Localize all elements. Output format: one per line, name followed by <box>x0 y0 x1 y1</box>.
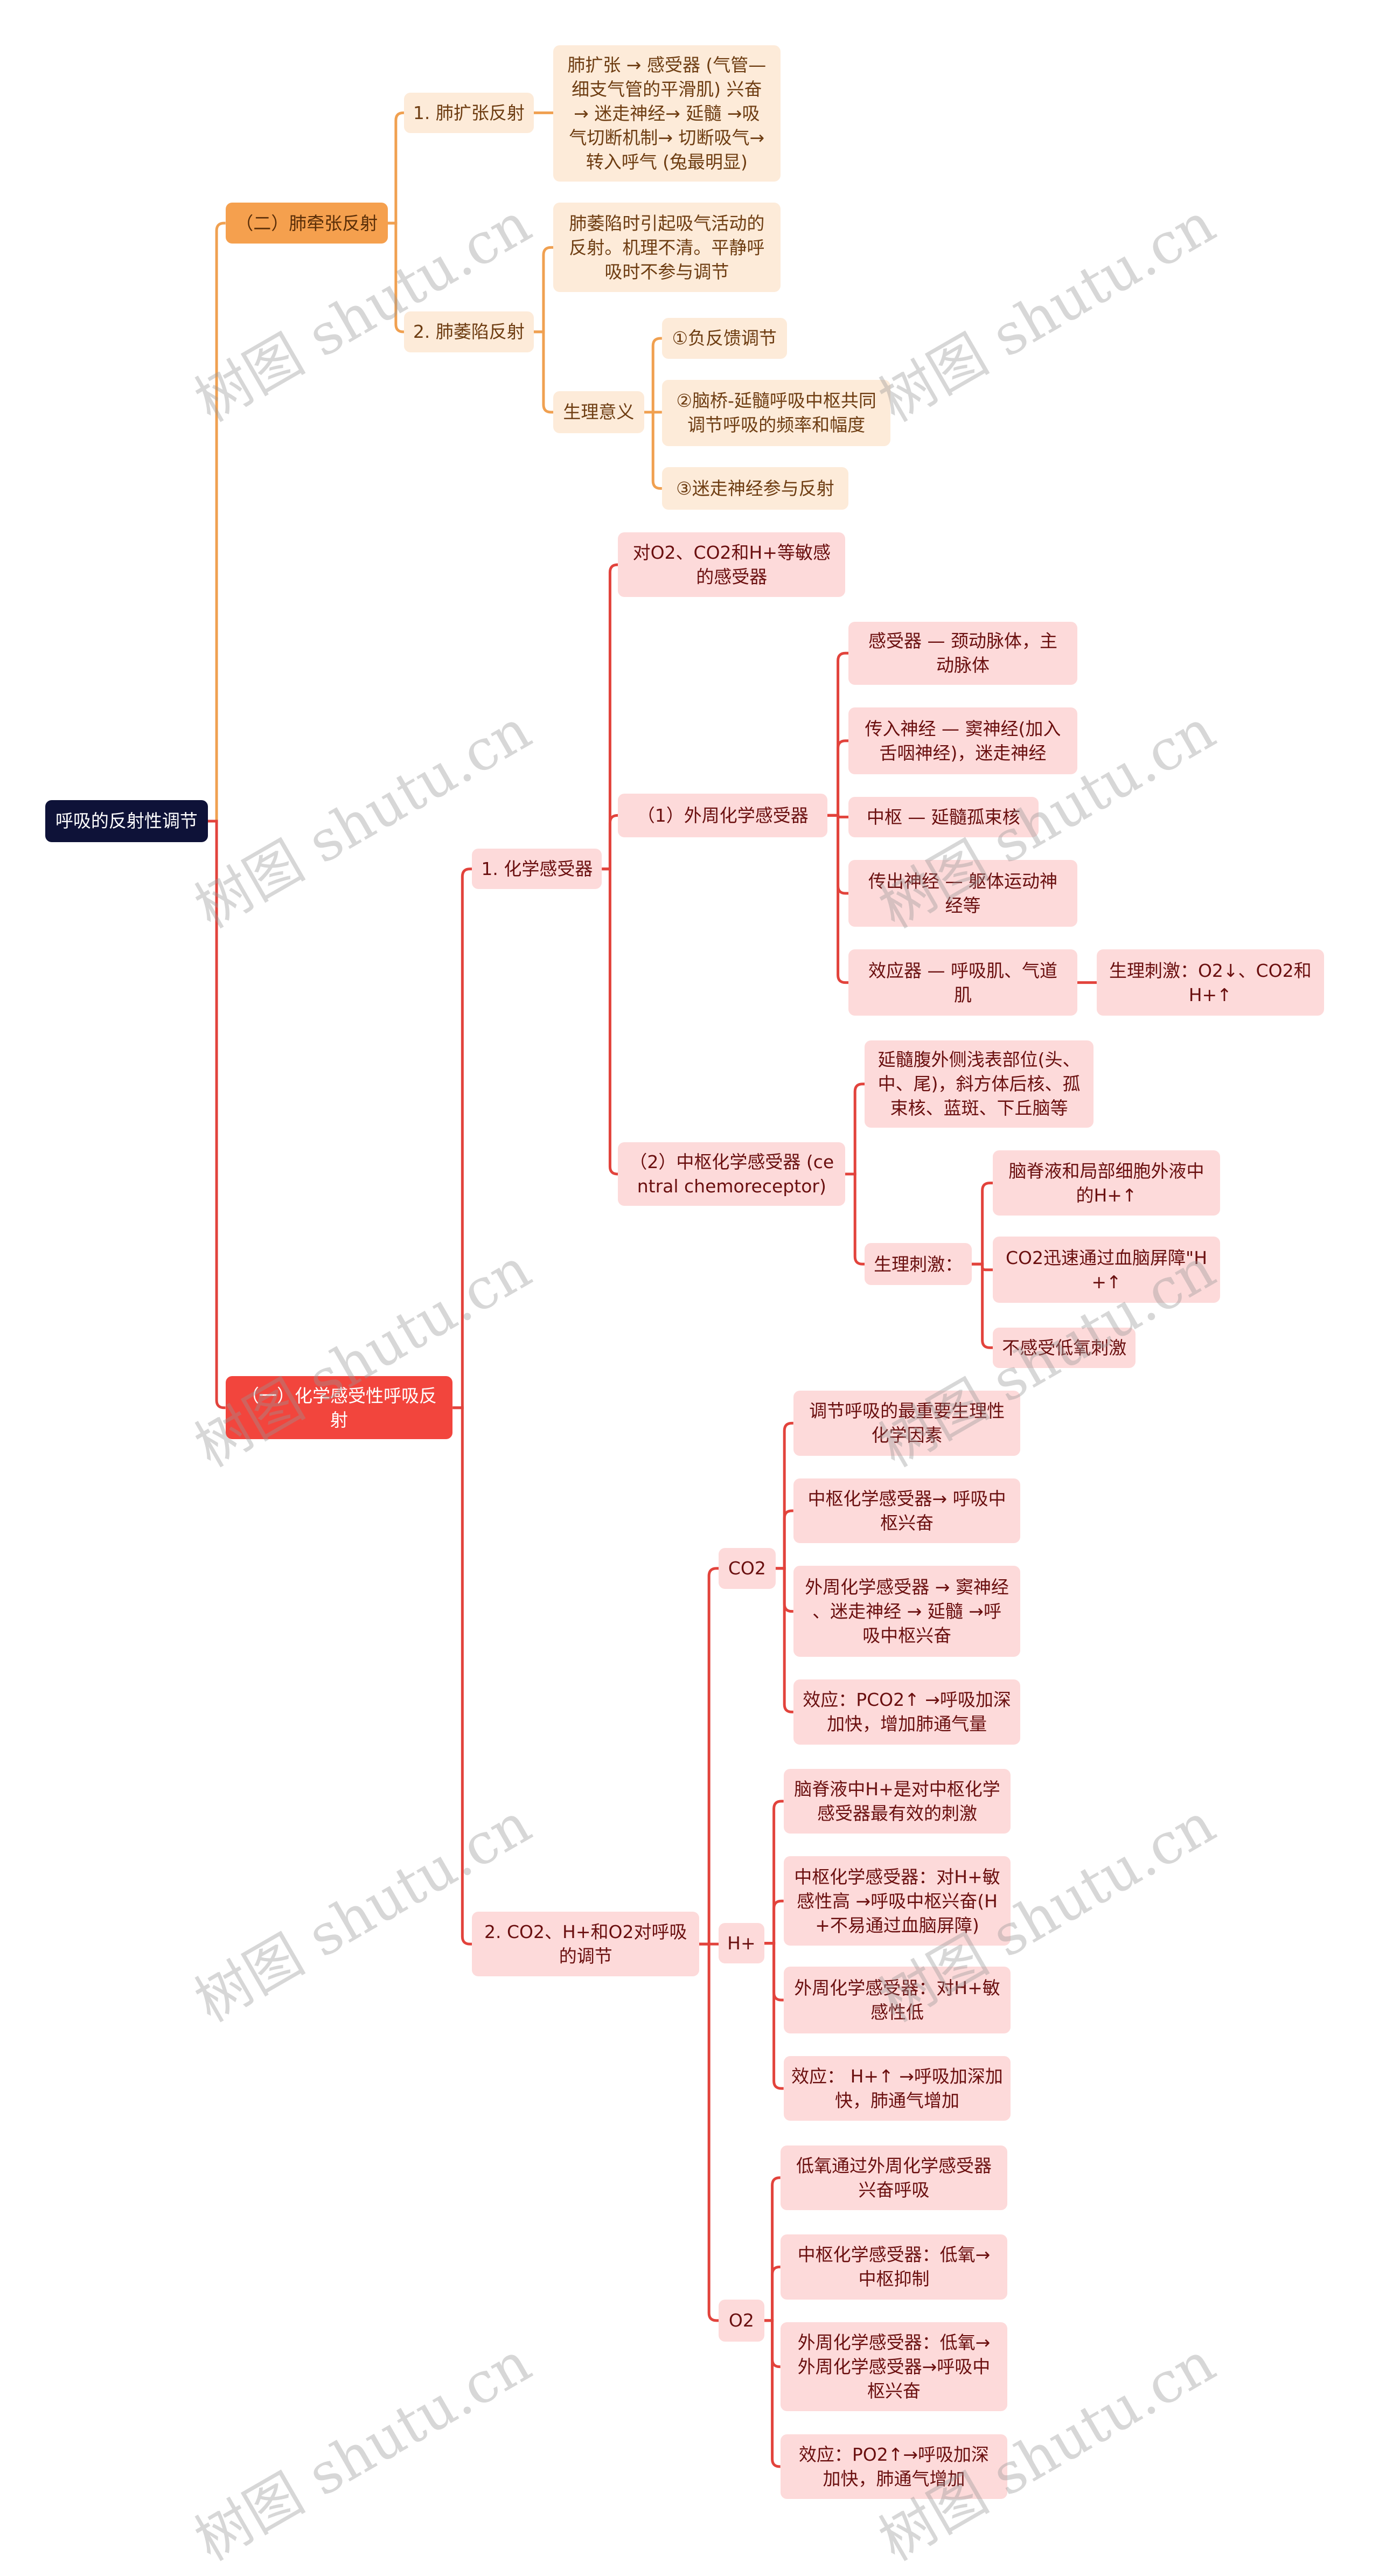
node-c-stimulus[interactable]: 生理刺激： <box>865 1243 972 1286</box>
connector-p-receptor <box>827 651 849 817</box>
node-h-3[interactable]: 外周化学感受器：对H+敏 感性低 <box>783 1967 1011 2033</box>
connector-p-effector <box>827 814 849 984</box>
connector-co2-1 <box>775 1421 793 1570</box>
node-p-receptor[interactable]: 感受器 — 颈动脉体，主 动脉体 <box>848 621 1077 685</box>
node-o2[interactable]: O2 <box>719 2299 764 2342</box>
node-lung-inflation[interactable]: 1. 肺扩张反射 <box>403 92 534 133</box>
connector-sig-3 <box>644 411 662 490</box>
node-significance[interactable]: 生理意义 <box>553 391 644 434</box>
connector-lung-deflation-desc <box>533 246 554 334</box>
connector-co2 <box>699 1567 719 1946</box>
node-p-center[interactable]: 中枢 — 延髓孤束核 <box>848 796 1039 838</box>
node-sig-3[interactable]: ③迷走神经参与反射 <box>661 467 849 510</box>
connector-o2-1 <box>764 2176 781 2322</box>
node-lung-stretch[interactable]: （二）肺牵张反射 <box>225 203 388 244</box>
connector-h-1 <box>764 1800 784 1945</box>
node-p-effector[interactable]: 效应器 — 呼吸肌、气道 肌 <box>848 949 1077 1016</box>
node-c-stim-1[interactable]: 脑脊液和局部细胞外液中 的H+↑ <box>993 1150 1220 1216</box>
node-co2[interactable]: CO2 <box>719 1548 776 1589</box>
node-co2-1[interactable]: 调节呼吸的最重要生理性 化学因素 <box>793 1391 1021 1456</box>
node-co2-2[interactable]: 中枢化学感受器→ 呼吸中 枢兴奋 <box>793 1478 1021 1544</box>
node-lung-inflation-desc[interactable]: 肺扩张 → 感受器 (气管— 细支气管的平滑肌) 兴奋 → 迷走神经→ 延髓 →… <box>553 45 781 182</box>
node-o2-1[interactable]: 低氧通过外周化学感受器 兴奋呼吸 <box>780 2145 1008 2211</box>
connector-lung-deflation <box>387 221 404 334</box>
connector-chemoreceptor <box>452 867 472 1409</box>
connector-chemo-def <box>602 563 618 871</box>
connector-significance <box>533 330 554 414</box>
connector-lung-stretch <box>207 221 226 823</box>
node-c-stim-3[interactable]: 不感受低氧刺激 <box>993 1327 1136 1368</box>
connector-peripheral <box>602 814 618 871</box>
node-p-stimulus[interactable]: 生理刺激：O2↓、CO2和 H+↑ <box>1096 949 1324 1016</box>
node-c-location[interactable]: 延髓腹外侧浅表部位(头、 中、尾)，斜方体后核、孤 束核、蓝斑、下丘脑等 <box>865 1040 1094 1128</box>
node-root[interactable]: 呼吸的反射性调节 <box>45 800 208 843</box>
connector-sig-1 <box>644 337 662 414</box>
node-o2-4[interactable]: 效应：PO2↑→呼吸加深 加快，肺通气增加 <box>780 2434 1008 2499</box>
connector-central <box>602 867 618 1176</box>
node-regulation[interactable]: 2. CO2、H+和O2对呼吸 的调节 <box>472 1911 700 1977</box>
node-h[interactable]: H+ <box>719 1922 764 1964</box>
node-chem-reflex[interactable]: （一）化学感受性呼吸反 射 <box>225 1376 453 1440</box>
node-h-4[interactable]: 效应： H+↑ →呼吸加深加 快，肺通气增加 <box>783 2056 1011 2121</box>
node-c-stim-2[interactable]: CO2迅速通过血脑屏障"H +↑ <box>993 1236 1220 1303</box>
connector-regulation <box>452 1406 472 1946</box>
node-p-afferent[interactable]: 传入神经 — 窦神经(加入 舌咽神经)，迷走神经 <box>848 707 1077 774</box>
connector-co2-2 <box>775 1509 793 1570</box>
connector-h-4 <box>764 1942 784 2090</box>
node-p-efferent[interactable]: 传出神经 — 躯体运动神 经等 <box>848 860 1077 927</box>
node-chemoreceptor[interactable]: 1. 化学感受器 <box>472 849 602 890</box>
node-chemo-def[interactable]: 对O2、CO2和H+等敏感 的感受器 <box>618 532 846 598</box>
connector-h-2 <box>764 1899 784 1945</box>
connector-o2 <box>699 1942 719 2322</box>
connector-o2-4 <box>764 2319 781 2468</box>
node-peripheral[interactable]: （1）外周化学感受器 <box>618 793 827 838</box>
connector-lung-inflation <box>387 111 404 225</box>
node-lung-deflation-desc[interactable]: 肺萎陷时引起吸气活动的 反射。机理不清。平静呼 吸时不参与调节 <box>553 203 781 293</box>
node-h-1[interactable]: 脑脊液中H+是对中枢化学 感受器最有效的刺激 <box>783 1768 1011 1834</box>
node-central[interactable]: （2）中枢化学感受器 (ce ntral chemoreceptor) <box>618 1142 846 1206</box>
connector-chem-reflex <box>207 820 226 1409</box>
node-lung-deflation[interactable]: 2. 肺萎陷反射 <box>403 311 534 352</box>
node-co2-3[interactable]: 外周化学感受器 → 窦神经 、迷走神经 → 延髓 →呼 吸中枢兴奋 <box>793 1566 1021 1657</box>
node-h-2[interactable]: 中枢化学感受器：对H+敏 感性高 →呼吸中枢兴奋(H +不易通过血脑屏障) <box>783 1856 1011 1946</box>
node-sig-2[interactable]: ②脑桥-延髓呼吸中枢共同 调节呼吸的频率和幅度 <box>661 379 891 447</box>
node-co2-4[interactable]: 效应：PCO2↑ →呼吸加深 加快，增加肺通气量 <box>793 1679 1021 1745</box>
connector-c-stim-1 <box>972 1182 993 1266</box>
connector-c-stim-3 <box>972 1262 993 1349</box>
connector-c-location <box>845 1082 865 1176</box>
connector-p-afferent <box>827 739 849 817</box>
node-o2-3[interactable]: 外周化学感受器：低氧→ 外周化学感受器→呼吸中 枢兴奋 <box>780 2322 1008 2412</box>
node-o2-2[interactable]: 中枢化学感受器：低氧→ 中枢抑制 <box>780 2234 1008 2300</box>
connector-c-stimulus <box>845 1172 865 1266</box>
connector-co2-4 <box>775 1567 793 1713</box>
node-sig-1[interactable]: ①负反馈调节 <box>661 318 787 359</box>
connector-o2-2 <box>764 2265 781 2322</box>
